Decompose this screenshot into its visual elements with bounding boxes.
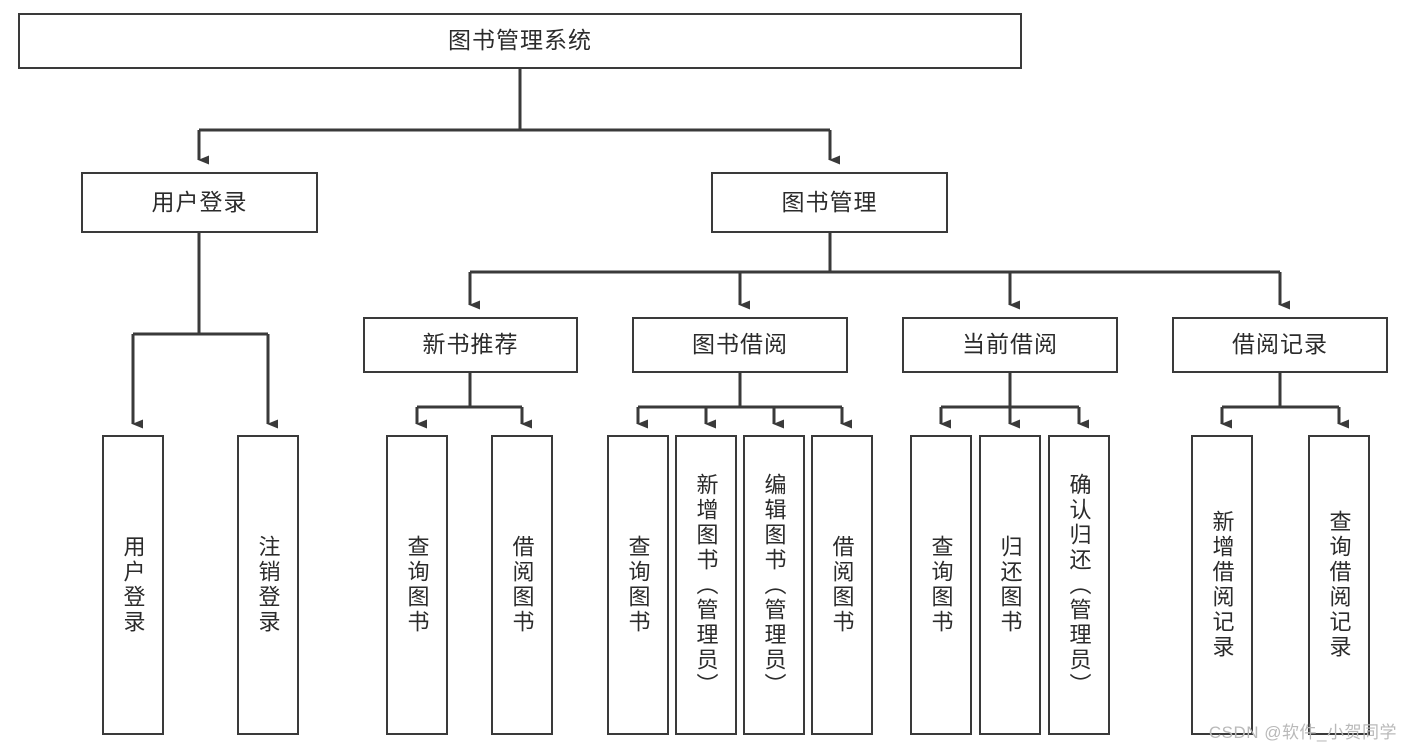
- node-label: 查询图书: [404, 535, 430, 635]
- node-leaf-borrow-record-query-record[interactable]: 查询借阅记录: [1308, 435, 1370, 735]
- node-label: 图书管理系统: [448, 27, 592, 54]
- node-label: 图书借阅: [692, 331, 788, 358]
- node-label: 借阅图书: [829, 535, 855, 635]
- node-label: 新书推荐: [422, 331, 519, 358]
- node-leaf-user-login-login[interactable]: 用户登录: [102, 435, 164, 735]
- node-borrow-record[interactable]: 借阅记录: [1172, 317, 1388, 373]
- node-leaf-book-borrow-query-book[interactable]: 查询图书: [607, 435, 669, 735]
- node-label: 查询图书: [625, 535, 651, 635]
- node-label: 用户登录: [151, 188, 248, 215]
- node-leaf-current-borrow-confirm-return-admin[interactable]: 确认归还（管理员）: [1048, 435, 1110, 735]
- node-leaf-book-borrow-edit-book-admin[interactable]: 编辑图书（管理员）: [743, 435, 805, 735]
- node-book-management[interactable]: 图书管理: [711, 172, 948, 233]
- node-label: 查询图书: [928, 535, 954, 635]
- node-label: 归还图书: [997, 535, 1023, 635]
- node-label: 借阅图书: [509, 535, 535, 635]
- node-leaf-borrow-record-add-record[interactable]: 新增借阅记录: [1191, 435, 1253, 735]
- node-leaf-current-borrow-query-book[interactable]: 查询图书: [910, 435, 972, 735]
- node-label: 注销登录: [255, 535, 281, 635]
- node-current-borrow[interactable]: 当前借阅: [902, 317, 1118, 373]
- node-label: 新增图书（管理员）: [693, 472, 719, 698]
- node-label: 当前借阅: [962, 331, 1058, 358]
- node-root-book-management-system[interactable]: 图书管理系统: [18, 13, 1022, 69]
- node-leaf-book-borrow-borrow-book[interactable]: 借阅图书: [811, 435, 873, 735]
- node-leaf-book-borrow-add-book-admin[interactable]: 新增图书（管理员）: [675, 435, 737, 735]
- node-user-login[interactable]: 用户登录: [81, 172, 318, 233]
- node-leaf-user-login-logout[interactable]: 注销登录: [237, 435, 299, 735]
- node-new-book-recommend[interactable]: 新书推荐: [363, 317, 578, 373]
- node-label: 确认归还（管理员）: [1066, 472, 1092, 698]
- node-label: 编辑图书（管理员）: [761, 472, 787, 698]
- node-leaf-new-book-borrow-book[interactable]: 借阅图书: [491, 435, 553, 735]
- node-label: 借阅记录: [1232, 331, 1328, 358]
- node-leaf-current-borrow-return-book[interactable]: 归还图书: [979, 435, 1041, 735]
- node-label: 图书管理: [781, 188, 878, 215]
- node-book-borrow[interactable]: 图书借阅: [632, 317, 848, 373]
- node-leaf-new-book-query-book[interactable]: 查询图书: [386, 435, 448, 735]
- node-label: 查询借阅记录: [1326, 510, 1352, 660]
- node-label: 用户登录: [120, 535, 146, 635]
- node-label: 新增借阅记录: [1209, 510, 1235, 660]
